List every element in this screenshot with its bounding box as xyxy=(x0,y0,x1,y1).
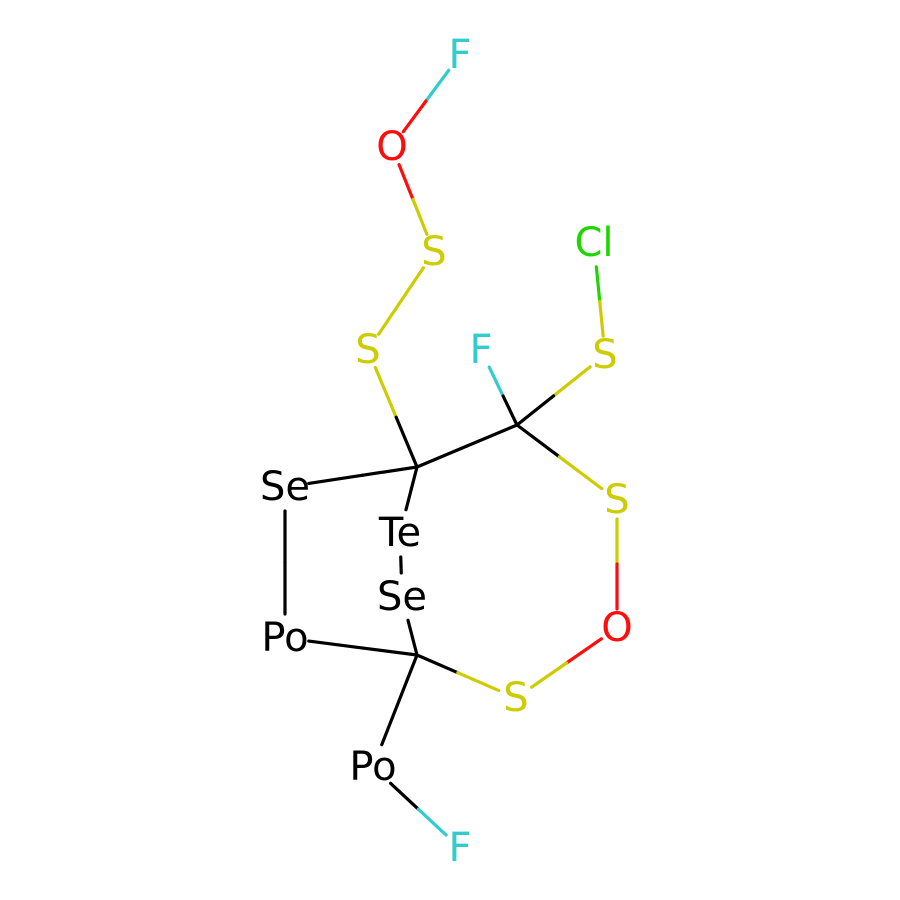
bond-c3-s5 xyxy=(415,653,501,693)
bond-segment xyxy=(456,671,501,693)
bond-segment xyxy=(501,394,519,427)
bond-segment xyxy=(515,394,556,427)
bond-s1-s2 xyxy=(377,266,425,336)
bond-segment xyxy=(551,365,592,398)
bond-segment xyxy=(307,473,365,486)
atom-se2: Se xyxy=(377,574,427,620)
atom-s5: S xyxy=(503,675,528,721)
bond-segment xyxy=(307,639,365,650)
atom-s4: S xyxy=(604,477,629,523)
bond-segment xyxy=(465,423,519,448)
bond-segment xyxy=(380,698,401,747)
bond-segment xyxy=(397,653,419,702)
bond-c1-c2 xyxy=(415,423,519,469)
bond-segment xyxy=(409,465,419,490)
bond-c3-po2 xyxy=(380,653,419,747)
atom-te1: Te xyxy=(378,510,421,556)
bond-s2-c1 xyxy=(373,365,419,469)
bond-segment xyxy=(377,299,403,336)
atom-cl1: Cl xyxy=(574,220,613,266)
bond-c1-te1 xyxy=(404,465,419,512)
bond-segment xyxy=(594,265,602,304)
atom-po1: Po xyxy=(261,615,308,661)
bond-cl1-s3 xyxy=(594,265,605,338)
bond-o2-s5 xyxy=(530,637,603,689)
bond-segment xyxy=(598,299,605,338)
bond-o1-s1 xyxy=(397,163,429,236)
bond-segment xyxy=(394,415,419,469)
bond-segment xyxy=(388,781,420,811)
bond-se1-c1 xyxy=(307,465,419,486)
bond-segment xyxy=(416,807,448,837)
atom-f1: F xyxy=(448,32,471,78)
bond-layer xyxy=(283,68,619,837)
atom-s2: S xyxy=(355,327,380,373)
bond-segment xyxy=(424,68,451,103)
bond-f2-c2 xyxy=(487,365,519,427)
atom-f3: F xyxy=(448,825,471,871)
bond-segment xyxy=(557,455,604,491)
bond-segment xyxy=(397,163,415,202)
atom-se1: Se xyxy=(260,464,310,510)
bond-segment xyxy=(411,197,429,236)
atom-o1: O xyxy=(376,124,407,170)
bond-segment xyxy=(415,653,460,675)
bond-se2-c3 xyxy=(406,618,419,657)
bond-te1-se2 xyxy=(399,555,403,575)
bond-f1-o1 xyxy=(401,68,451,134)
bond-po1-c3 xyxy=(307,639,419,657)
bond-po2-f3 xyxy=(388,781,448,837)
bond-segment xyxy=(373,365,398,419)
bond-segment xyxy=(361,646,419,657)
bond-segment xyxy=(404,486,414,512)
bond-s3-c2 xyxy=(515,365,592,427)
bond-segment xyxy=(487,365,505,398)
atom-po2: Po xyxy=(349,744,396,790)
atom-o2: O xyxy=(601,605,632,651)
atom-s1: S xyxy=(421,229,446,275)
bond-c2-s4 xyxy=(515,423,604,491)
bond-segment xyxy=(530,661,569,689)
atom-f2: F xyxy=(469,327,492,373)
bond-segment xyxy=(401,99,428,134)
bond-segment xyxy=(564,637,603,665)
bond-segment xyxy=(410,636,419,657)
bond-segment xyxy=(406,618,415,640)
atom-s3: S xyxy=(592,332,617,378)
bond-segment xyxy=(515,423,562,459)
bond-segment xyxy=(415,444,469,469)
bond-segment xyxy=(361,465,419,477)
bond-segment xyxy=(399,266,425,303)
